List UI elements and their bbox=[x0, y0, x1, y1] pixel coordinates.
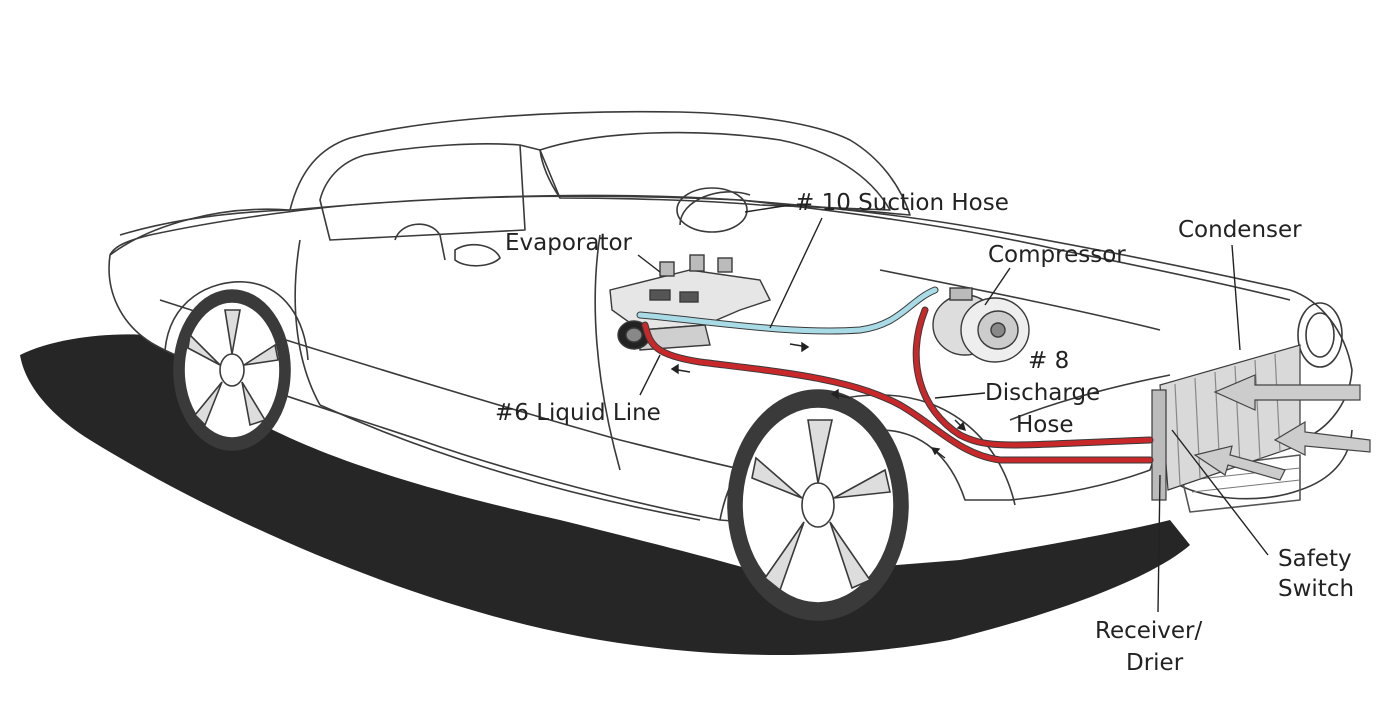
steering-wheel-rim bbox=[676, 187, 748, 233]
flow-arrows bbox=[670, 341, 967, 459]
label-discharge: Discharge bbox=[985, 380, 1100, 406]
rocker bbox=[319, 404, 701, 521]
receiver-drier-canister bbox=[1151, 389, 1167, 501]
door-line bbox=[294, 239, 321, 406]
label-receiver: Receiver/ bbox=[1095, 618, 1203, 644]
condenser-unit bbox=[1151, 344, 1301, 501]
rear-wheel bbox=[173, 289, 291, 451]
label-liquid-line: #6 Liquid Line bbox=[495, 400, 661, 426]
seat bbox=[394, 223, 446, 261]
car-shadow bbox=[20, 334, 1190, 655]
rear-spoiler bbox=[119, 209, 291, 236]
fender bbox=[1009, 374, 1171, 421]
airflow-arrow-3 bbox=[1193, 445, 1286, 481]
steering-wheel bbox=[679, 191, 751, 226]
leader-safety bbox=[1171, 429, 1269, 556]
leader-compressor bbox=[984, 267, 1011, 306]
compressor-unit bbox=[932, 287, 1030, 363]
leader-lines bbox=[637, 204, 1269, 613]
airflow-arrows bbox=[1193, 374, 1371, 481]
leader-discharge bbox=[934, 392, 986, 399]
leader-condenser bbox=[1231, 244, 1241, 351]
side-window bbox=[319, 143, 526, 241]
leader-evaporator bbox=[637, 254, 661, 273]
grille bbox=[1179, 454, 1301, 513]
label-safety-switch: Switch bbox=[1278, 576, 1354, 602]
airflow-arrow-1 bbox=[1213, 374, 1361, 411]
label-drier: Drier bbox=[1126, 650, 1184, 676]
hood bbox=[739, 199, 1291, 301]
door-line-front bbox=[594, 234, 621, 471]
label-safety: Safety bbox=[1278, 546, 1352, 572]
rear-wheel-arch bbox=[164, 281, 309, 361]
side-mirror bbox=[454, 243, 501, 267]
leader-liquid bbox=[639, 354, 661, 396]
leader-receiver bbox=[1157, 474, 1161, 613]
label-discharge-number: # 8 bbox=[1028, 348, 1069, 374]
label-discharge-hose: Hose bbox=[1016, 412, 1074, 438]
headlight-inner bbox=[1305, 312, 1335, 358]
hood-line bbox=[879, 269, 1161, 331]
liquid-line-fill bbox=[642, 322, 1153, 463]
label-evaporator: Evaporator bbox=[505, 230, 633, 256]
leader-suction bbox=[769, 217, 823, 329]
headlight bbox=[1297, 302, 1343, 368]
airflow-arrow-2 bbox=[1273, 420, 1371, 456]
label-compressor: Compressor bbox=[988, 242, 1126, 268]
front-hub bbox=[801, 482, 835, 528]
label-suction-hose: # 10 Suction Hose bbox=[795, 190, 1009, 216]
label-condenser: Condenser bbox=[1178, 217, 1302, 243]
rear-hub bbox=[219, 353, 245, 387]
pillar bbox=[519, 144, 561, 199]
discharge-hose-fill bbox=[913, 307, 1153, 448]
suction-hose-fill bbox=[637, 287, 938, 334]
leader-suction-2 bbox=[744, 204, 791, 213]
front-wheel bbox=[727, 389, 909, 621]
